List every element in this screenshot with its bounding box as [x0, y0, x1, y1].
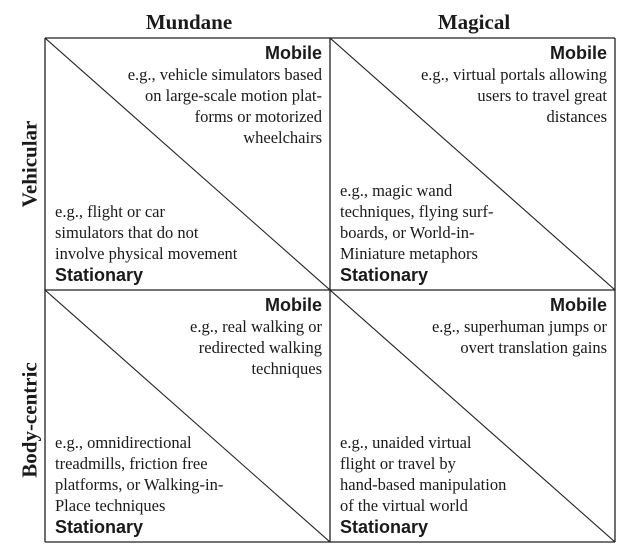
row-header-vehicular: Vehicular [17, 120, 42, 208]
stationary-quadrant: e.g., omnidirectional treadmills, fricti… [55, 432, 223, 538]
stationary-label: Stationary [55, 265, 144, 285]
stationary-label: Stationary [340, 517, 429, 537]
cell-diagonal [330, 290, 615, 542]
cell-body-centric-mundane: Mobile e.g., real walking or redirected … [45, 290, 330, 542]
mobile-label: Mobile [550, 43, 607, 63]
column-header-mundane: Mundane [145, 10, 233, 34]
mobile-quadrant: Mobile e.g., superhuman jumps or overt t… [432, 294, 607, 358]
cell-diagonal [45, 38, 330, 290]
stationary-quadrant: e.g., magic wand techniques, flying surf… [340, 180, 494, 286]
cell-diagonal [330, 38, 615, 290]
mobile-example: e.g., superhuman jumps or overt translat… [431, 317, 607, 357]
mobile-example: e.g., virtual portals allowing users to … [420, 65, 607, 126]
stationary-example: e.g., omnidirectional treadmills, fricti… [55, 433, 224, 515]
stationary-label: Stationary [340, 265, 429, 285]
cell-body-centric-magical: Mobile e.g., superhuman jumps or overt t… [330, 290, 615, 542]
stationary-quadrant: e.g., unaided virtual flight or travel b… [340, 432, 506, 538]
mobile-label: Mobile [265, 43, 322, 63]
quadrant-grid: Mobile e.g., vehicle simulators based on… [44, 37, 616, 548]
stationary-example: e.g., magic wand techniques, flying surf… [340, 181, 494, 263]
cell-vehicular-magical: Mobile e.g., virtual portals allowing us… [330, 38, 615, 290]
cell-vehicular-mundane: Mobile e.g., vehicle simulators based on… [45, 38, 330, 290]
mobile-label: Mobile [265, 295, 322, 315]
stationary-label: Stationary [55, 517, 144, 537]
mobile-quadrant: Mobile e.g., real walking or redirected … [190, 294, 322, 379]
mobile-label: Mobile [550, 295, 607, 315]
stationary-example: e.g., unaided virtual flight or travel b… [340, 433, 507, 515]
mobile-example: e.g., vehicle simulators based on large-… [127, 65, 322, 147]
row-header-body-centric: Body-centric [17, 362, 42, 478]
stationary-quadrant: e.g., flight or car simulators that do n… [55, 201, 237, 286]
column-header-magical: Magical [437, 10, 511, 34]
mobile-quadrant: Mobile e.g., vehicle simulators based on… [128, 42, 322, 148]
mobile-quadrant: Mobile e.g., virtual portals allowing us… [421, 42, 607, 127]
cell-diagonal [45, 290, 330, 542]
stationary-example: e.g., flight or car simulators that do n… [55, 202, 238, 263]
mobile-example: e.g., real walking or redirected walking… [190, 317, 322, 378]
